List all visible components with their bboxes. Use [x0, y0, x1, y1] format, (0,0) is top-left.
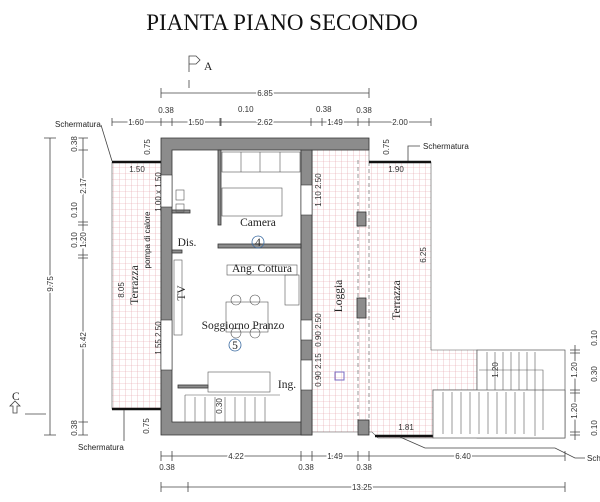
room-disimpegno: Dis. — [178, 237, 197, 249]
inner-dimensions: 0.75 1.50 1.00 x 1.50 8.05 0.75 1.90 1.1… — [117, 139, 500, 434]
dim-window-loggia-2: 0.90 2.15 — [314, 353, 323, 387]
furniture — [173, 151, 301, 422]
dim-left-0-10b: 0.10 — [70, 232, 79, 248]
plan-title: PIANTA PIANO SECONDO — [146, 10, 418, 35]
dim-window-bath: 1.00 x 1.50 — [154, 172, 163, 212]
dim-terrace-8-05: 8.05 — [117, 282, 126, 298]
schermatura-label-top-right: Schermatura — [423, 142, 469, 151]
room-terrazza-left: Terrazza — [129, 265, 141, 304]
left-dimensions: 9.75 0.38 2.17 0.10 1.20 0.10 5.42 0.38 — [44, 134, 90, 437]
dim-top-0-38a: 0.38 — [158, 106, 174, 115]
dim-left-0-38a: 0.38 — [70, 136, 79, 152]
dim-left-2-17: 2.17 — [79, 178, 88, 194]
dim-top-1-50: 1.50 — [188, 118, 204, 127]
dim-terrace-0-75-bottom: 0.75 — [142, 418, 151, 434]
entrance-marker-icon — [334, 371, 345, 381]
dim-terrace-1-81: 1.81 — [398, 423, 414, 432]
section-marker-a: A — [188, 55, 213, 88]
dim-stair-1-20: 1.20 — [491, 362, 500, 378]
schermatura-label-top-left: Schermatura — [55, 120, 101, 129]
top-dimensions: 6.85 1.60 1.50 2.62 1.49 2.00 0.38 0.10 … — [111, 88, 432, 129]
dim-window-soggiorno: 1.55 2.50 — [154, 321, 163, 355]
dim-top-0-38b: 0.38 — [316, 105, 332, 114]
dim-top-2-00: 2.00 — [392, 118, 408, 127]
schermatura-label-bottom-left: Schermatura — [78, 443, 124, 452]
dim-top-0-38c: 0.38 — [356, 106, 372, 115]
room-loggia: Loggia — [333, 280, 345, 313]
dim-terrace-0-75-right: 0.75 — [382, 139, 391, 155]
dim-bottom-1-49: 1.49 — [327, 452, 343, 461]
schermatura-label-bottom-right: Sch — [587, 454, 600, 463]
right-dimensions: 0.10 1.20 0.30 1.20 0.10 — [569, 330, 599, 440]
dim-top-2-62: 2.62 — [257, 118, 273, 127]
section-marker-c: C — [9, 391, 46, 415]
external-stairs — [432, 349, 566, 439]
dim-bottom-0-38b: 0.38 — [298, 463, 314, 472]
dim-right-1-20a: 1.20 — [570, 362, 579, 378]
dim-right-0-10a: 0.10 — [590, 330, 599, 346]
dim-left-0-38b: 0.38 — [70, 420, 79, 436]
dim-terrace-6-25: 6.25 — [419, 247, 428, 263]
bottom-dimensions: 4.22 1.49 6.40 0.38 0.38 0.38 13.25 — [159, 451, 566, 494]
dim-bottom-4-22: 4.22 — [228, 452, 244, 461]
section-label-a: A — [204, 61, 213, 73]
dim-bottom-overall: 13.25 — [352, 483, 373, 492]
dim-left-overall: 9.75 — [46, 276, 55, 292]
dim-terrace-0-75-left: 0.75 — [143, 139, 152, 155]
dim-top-1-60: 1.60 — [128, 118, 144, 127]
room-angolo-cottura: Ang. Cottura — [232, 263, 292, 275]
dim-right-1-20b: 1.20 — [570, 403, 579, 419]
room-soggiorno-pranzo: Soggiorno Pranzo — [202, 320, 285, 332]
dim-right-0-10b: 0.10 — [590, 420, 599, 436]
heat-pump-label: pompa di calore — [143, 211, 152, 268]
dim-top-1-49: 1.49 — [327, 118, 343, 127]
dim-left-5-42: 5.42 — [79, 332, 88, 348]
dim-bottom-6-40: 6.40 — [455, 452, 471, 461]
dim-bottom-0-38c: 0.38 — [356, 463, 372, 472]
section-label-c: C — [12, 391, 20, 403]
room-ingresso: Ing. — [278, 379, 296, 391]
tv-label: TV — [176, 285, 188, 301]
dim-left-1-20: 1.20 — [79, 232, 88, 248]
dim-bottom-0-38a: 0.38 — [159, 463, 175, 472]
dim-window-camera: 1.10 2.50 — [314, 173, 323, 207]
dim-terrace-1-50: 1.50 — [129, 165, 145, 174]
dim-top-0-10: 0.10 — [238, 105, 254, 114]
room-terrazza-right: Terrazza — [391, 280, 403, 319]
dim-left-0-10a: 0.10 — [70, 202, 79, 218]
dim-top-overall: 6.85 — [257, 89, 273, 98]
dim-right-0-30: 0.30 — [590, 366, 599, 382]
building-walls — [160, 137, 370, 436]
room-number-5: 5 — [232, 340, 238, 352]
room-number-4: 4 — [255, 237, 261, 249]
room-camera: Camera — [240, 217, 276, 229]
dim-terrace-1-90: 1.90 — [388, 165, 404, 174]
dim-window-loggia-1: 0.90 2.50 — [314, 313, 323, 347]
left-terrace — [111, 161, 162, 410]
dim-stair-0-30: 0.30 — [215, 398, 224, 414]
